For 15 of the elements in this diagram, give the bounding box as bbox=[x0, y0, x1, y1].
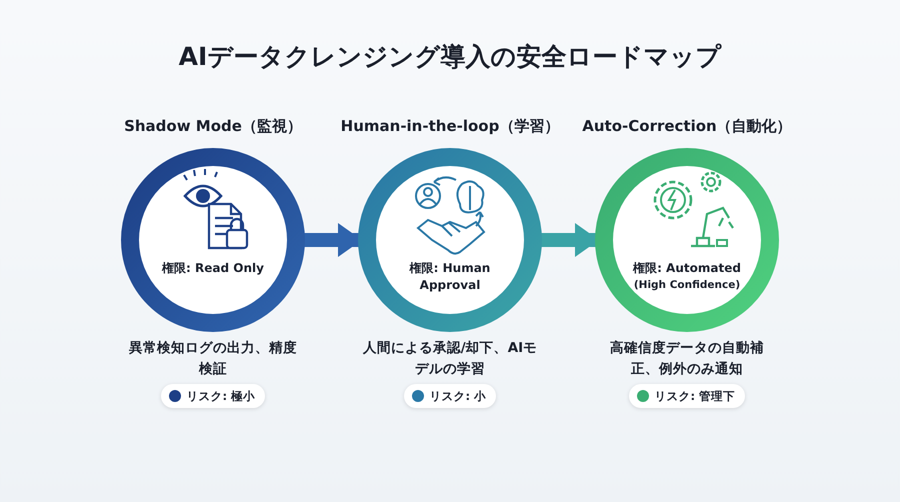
permission-text: (High Confidence) bbox=[632, 278, 742, 293]
risk-pill: リスク: 管理下 bbox=[628, 384, 746, 408]
stage-description: 異常検知ログの出力、精度検証 bbox=[128, 339, 298, 379]
permission-text: 権限: Human Approval bbox=[408, 260, 492, 294]
title: AIデータクレンジング導入の安全ロードマップ bbox=[178, 41, 723, 73]
risk-pill: リスク: 極小 bbox=[160, 384, 266, 408]
stage-heading: Auto-Correction（自動化） bbox=[581, 117, 793, 136]
permission-text: 権限: Automated bbox=[632, 260, 742, 277]
stage-heading: Shadow Mode（監視） bbox=[123, 117, 303, 136]
stage-circle bbox=[121, 117, 305, 332]
risk-pill: リスク: 小 bbox=[404, 384, 496, 408]
stage-heading: Human-in-the-loop（学習） bbox=[340, 117, 560, 136]
permission-text: 権限: Read Only bbox=[160, 260, 265, 277]
stage-description: 高確信度データの自動補正、例外のみ通知 bbox=[609, 339, 765, 379]
stage-description: 人間による承認/却下、AIモデルの学習 bbox=[362, 339, 538, 379]
